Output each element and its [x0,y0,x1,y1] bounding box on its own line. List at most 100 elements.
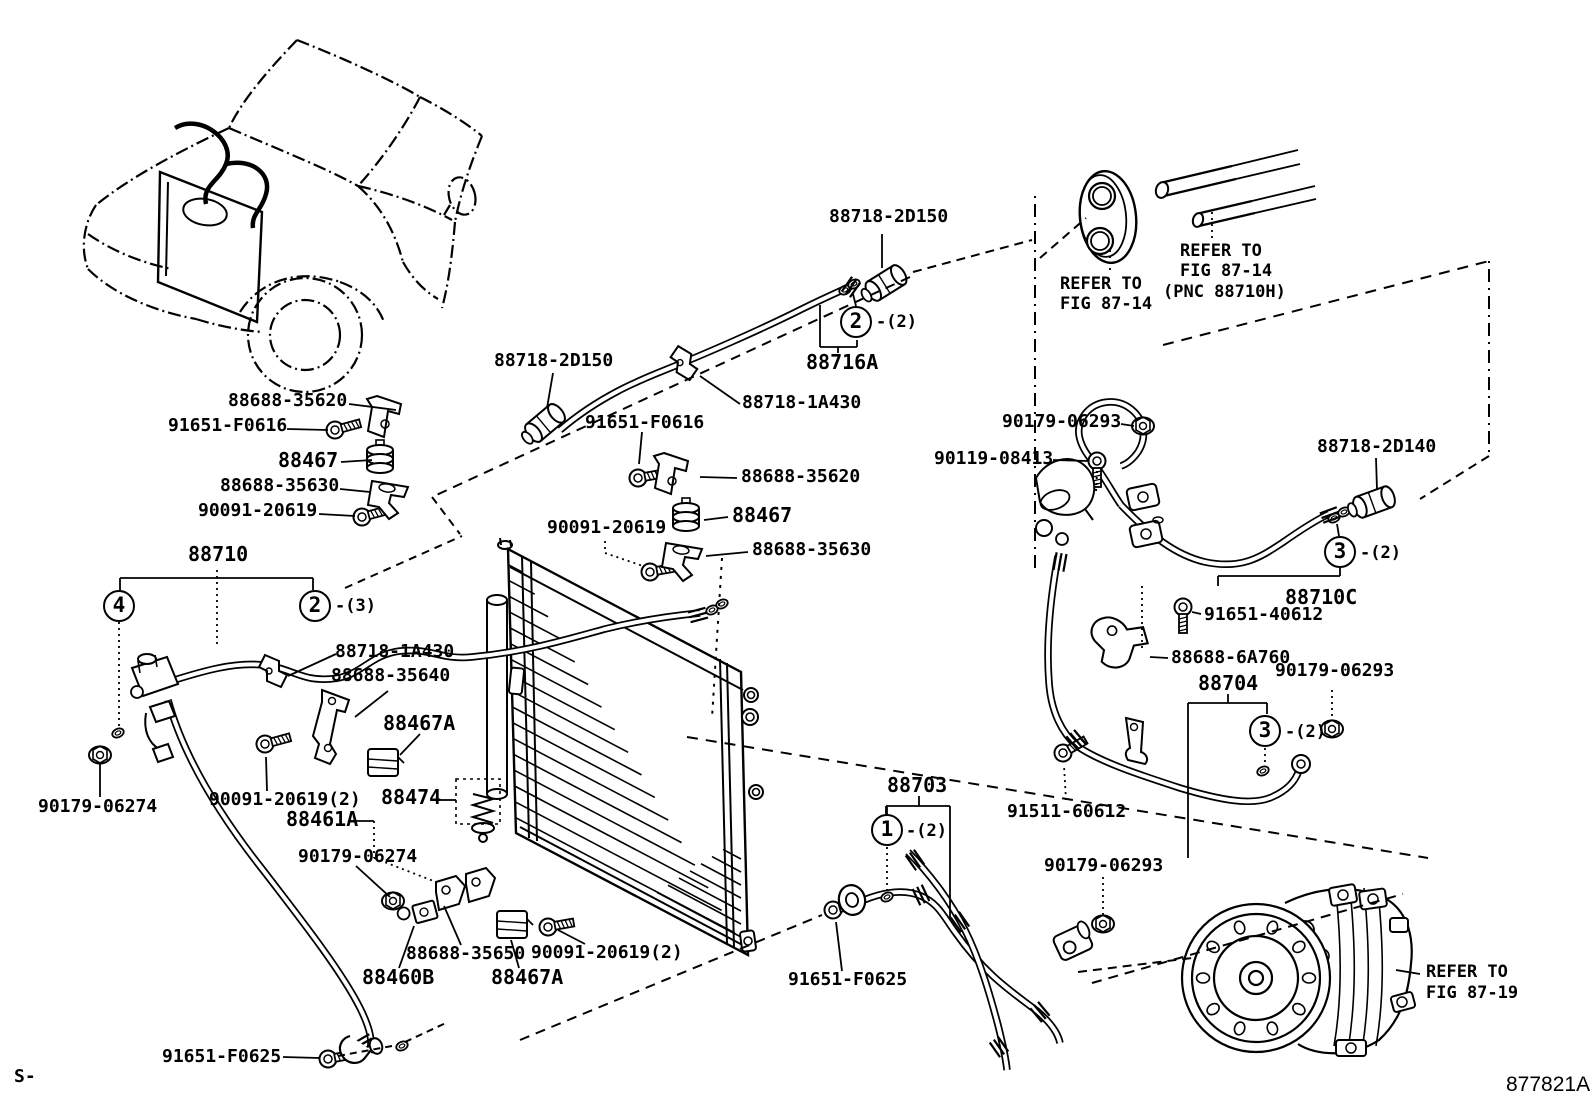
o-ring-part [1337,506,1351,518]
part-number-label: 88688-35620 [741,466,861,487]
o-ring-part [715,598,729,610]
small-parts [88,264,1396,1069]
bolt-part [325,418,363,440]
callout-quantity: -(3) [335,596,376,616]
part-number-label: 90179-06293 [1002,411,1122,432]
reference-note: REFER TO [1426,962,1508,982]
part-number-label: 88467A [491,965,564,989]
pipe-joint-part [1052,920,1094,961]
part-number-label: 88710 [188,542,249,566]
part-number-label: 88688-35630 [220,475,340,496]
part-number-label: 88467 [732,503,793,527]
bracket-part [1090,616,1150,669]
callout-quantity: -(2) [906,821,947,841]
pipe-collar [1052,552,1068,572]
pipe-flange-part [837,884,867,916]
bracket-part [465,866,497,904]
cushion-part [672,497,700,532]
part-number-label: 88688-6A760 [1171,647,1291,668]
nut-part [1091,914,1115,934]
part-number-label: 90179-06293 [1044,855,1164,876]
bolt-part [352,505,390,527]
damper-part [496,910,534,939]
o-ring-part [395,1040,409,1052]
part-number-label: 88688-35650 [406,943,526,964]
part-number-label: 88718-2D150 [494,350,614,371]
part-number-label: 88467 [278,448,339,472]
sheet-prefix: S- [14,1066,36,1087]
tube-union-part [521,403,566,445]
bolt-part [1087,451,1107,488]
bracket-part [1124,716,1149,766]
callout-circle-3: 3 [1249,715,1281,747]
pipe-collar [1029,1001,1051,1023]
clamp-part [396,899,439,924]
part-number-label: 88688-35620 [228,390,348,411]
part-number-label: 88704 [1198,671,1259,695]
pipe-clamp-part [669,344,699,382]
bolt-part [538,917,576,937]
part-number-label: 91651-40612 [1204,604,1324,625]
part-number-label: 90179-06274 [298,846,418,867]
o-ring-part [111,727,125,739]
compressor-drawing [1180,883,1417,1057]
part-number-label: 88461A [286,807,359,831]
heater-tube-stubs [1154,149,1317,228]
part-number-label: 91651-F0616 [168,415,288,436]
part-number-label: 88460B [362,965,435,989]
nut-part [1131,416,1155,436]
callout-quantity: -(2) [876,312,917,332]
pipe-collar [911,884,931,906]
callout-circle-3: 3 [1324,536,1356,568]
bracket-part [365,394,403,439]
part-number-label: 90091-20619 [547,517,667,538]
part-number-label: 91651-F0625 [162,1046,282,1067]
tube-union-part [860,264,908,303]
part-number-label: 90179-06293 [1275,660,1395,681]
damper-part [367,748,405,777]
callout-quantity: -(2) [1360,543,1401,563]
pipe-collar [988,1036,1010,1058]
part-number-label: 88718-2D150 [829,206,949,227]
firewall-grommet [1078,169,1138,265]
o-ring-part [880,891,894,903]
part-number-label: 88718-2D140 [1317,436,1437,457]
part-number-label: 91651-F0625 [788,969,908,990]
part-number-label: 88467A [383,711,456,735]
condenser-drawing [469,537,764,958]
part-number-label: 88474 [381,785,442,809]
part-number-label: 90091-20619(2) [531,942,683,963]
pipe-collar [949,911,971,933]
part-number-label: 91651-F0616 [585,412,705,433]
left-valve-assembly [130,653,180,764]
reference-note: (PNC 88710H) [1163,282,1286,302]
stay-plate-part [366,479,410,521]
part-number-label: 88688-35640 [331,665,451,686]
o-ring-part [1256,765,1270,777]
part-number-label: 88718-1A430 [742,392,862,413]
pipe-clamp-part [257,653,289,689]
cushion-part [366,439,394,474]
pipe-collar [1065,729,1087,751]
part-number-label: 90179-06274 [38,796,158,817]
vehicle-sketch [82,38,484,394]
pipe-collar [1319,506,1341,524]
callout-circle-4: 4 [103,590,135,622]
dashed-guides [337,196,1490,1057]
pipe-collar [904,849,926,871]
part-number-label: 88716A [806,350,879,374]
bracket-part [435,874,467,912]
reference-note: FIG 87-14 [1180,261,1273,281]
callout-circle-2: 2 [840,306,872,338]
callout-circle-1: 1 [871,814,903,846]
stay-plate-part [660,541,704,583]
reference-note: FIG 87-19 [1426,983,1519,1003]
bolt-part [1173,597,1193,634]
reference-note: REFER TO [1060,274,1142,294]
nut-part [381,891,405,911]
part-number-label: 90091-20619(2) [209,789,361,810]
part-number-label: 88688-35630 [752,539,872,560]
pipe-end-hook [338,1034,384,1064]
